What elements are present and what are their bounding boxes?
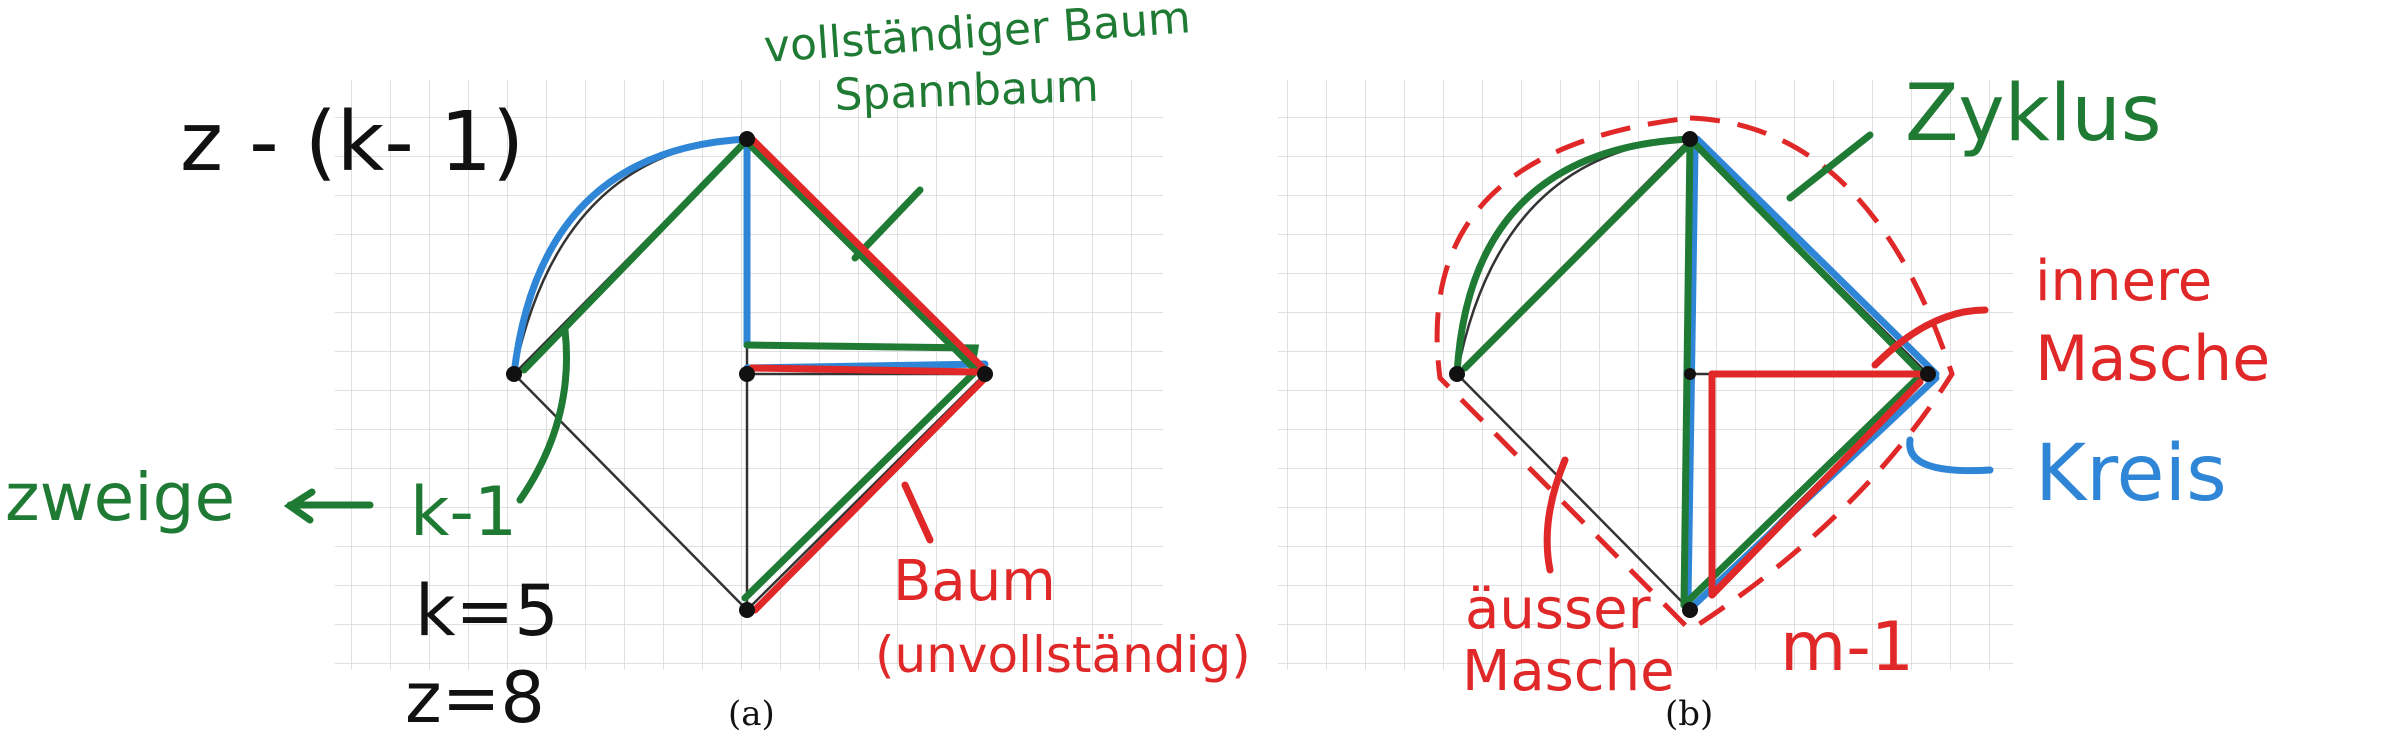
cycle-note: Zyklus (1905, 69, 2162, 159)
panel-a-nodes (506, 131, 993, 618)
incomplete-note: (unvollständig) (875, 626, 1251, 684)
node-center (739, 366, 755, 382)
inner-mesh-note-line2: Masche (2035, 322, 2270, 395)
panel-a-red-tree (748, 135, 989, 614)
panel-a-green-spanning-tree (283, 138, 982, 602)
panel-b-red-inner-mesh (1543, 306, 1989, 599)
outer-mesh-note-line1: äusser (1465, 577, 1652, 642)
z-equals-note: z=8 (405, 657, 545, 736)
node-right (977, 366, 993, 382)
formula-note: z - (k- 1) (180, 95, 524, 190)
panel-b-nodes (1449, 131, 1936, 618)
panel-b: Zyklus innere Masche Kreis äusser Masche… (1278, 69, 2270, 734)
panel-b-green-cycle (1453, 131, 1926, 609)
node-left (1449, 366, 1465, 382)
node-center (1684, 368, 1696, 380)
panel-a-caption: (a) (728, 694, 775, 734)
panel-b-caption: (b) (1665, 694, 1713, 734)
m-minus-1-note: m-1 (1780, 608, 1914, 687)
full-tree-note-line1: vollständiger Baum (762, 0, 1192, 73)
node-bottom (739, 602, 755, 618)
circle-note: Kreis (2035, 429, 2227, 519)
node-top (1682, 131, 1698, 147)
node-right (1920, 366, 1936, 382)
tree-note: Baum (893, 549, 1056, 614)
outer-mesh-note-line2: Masche (1462, 639, 1675, 704)
node-top (739, 131, 755, 147)
inner-mesh-note-line1: innere (2035, 249, 2212, 314)
panel-a: z - (k- 1) vollständiger Baum Spannbaum … (5, 0, 1251, 736)
node-bottom (1682, 602, 1698, 618)
node-left (506, 366, 522, 382)
k-minus-1-note: k-1 (410, 473, 517, 552)
outer-mesh-dashed (1434, 115, 1955, 634)
full-tree-note-line2: Spannbaum (834, 61, 1100, 121)
branches-note: zweige (5, 459, 235, 536)
k-equals-note: k=5 (415, 570, 559, 652)
